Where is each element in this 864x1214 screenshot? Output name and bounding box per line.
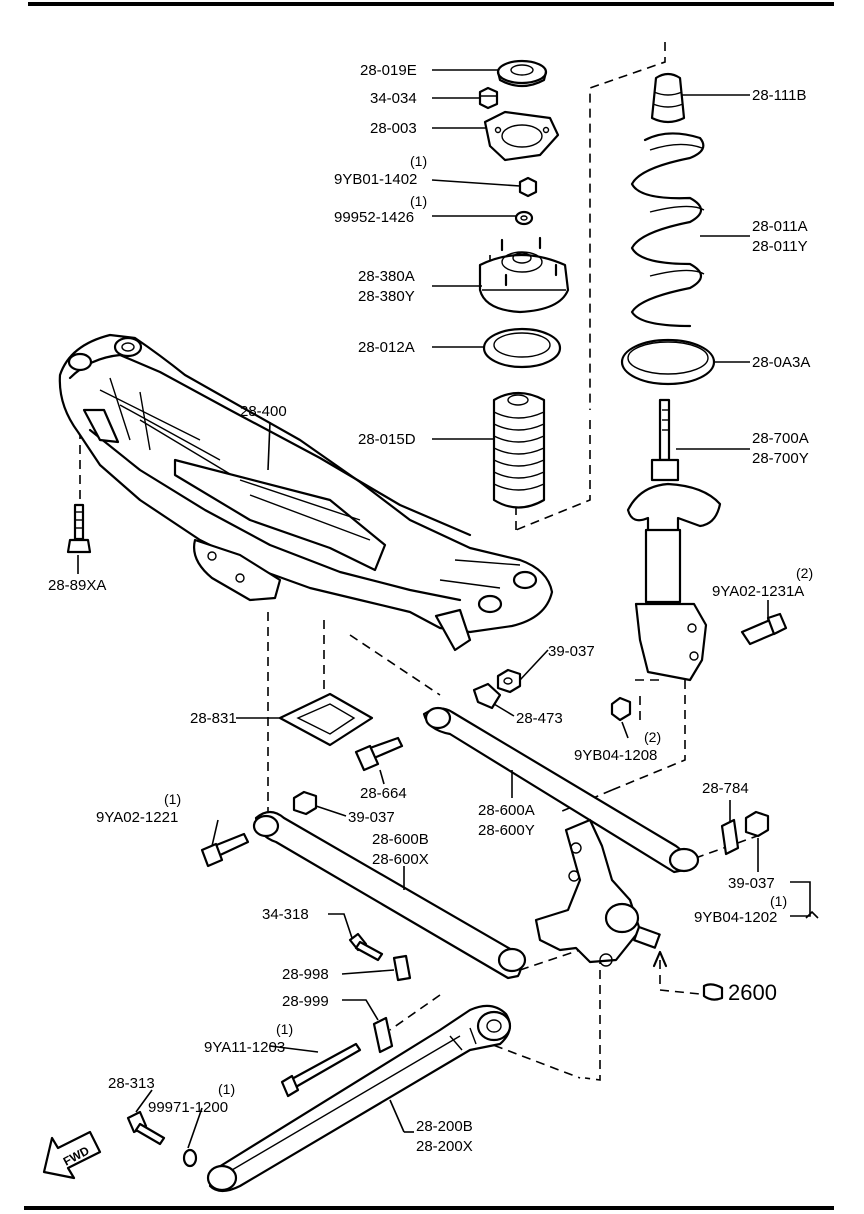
label-28-111B[interactable]: 28-111B bbox=[752, 87, 807, 104]
qty-9YA02-1231A: (2) bbox=[796, 565, 813, 581]
label-99952-1426[interactable]: 99952-1426 bbox=[334, 209, 414, 226]
bracket-28-473[interactable] bbox=[472, 682, 502, 710]
washer-99952-1426[interactable] bbox=[514, 210, 534, 226]
label-28-700A[interactable]: 28-700A bbox=[752, 430, 809, 447]
bolt-34-318[interactable] bbox=[348, 932, 384, 962]
label-9YA02-1221[interactable]: 9YA02-1221 bbox=[96, 809, 178, 826]
shock-absorber-28-700A[interactable] bbox=[626, 398, 722, 682]
bolt-9YA02-1221[interactable] bbox=[200, 832, 250, 868]
bump-stop-28-111B[interactable] bbox=[650, 72, 686, 124]
label-28-011Y[interactable]: 28-011Y bbox=[752, 238, 808, 255]
label-ref-2600[interactable]: 2600 bbox=[728, 980, 777, 1005]
spring-seat-28-012A[interactable] bbox=[482, 327, 562, 369]
qty-9YB04-1208: (2) bbox=[644, 729, 661, 745]
label-28-831[interactable]: 28-831 bbox=[190, 710, 237, 727]
part-labels: 28-019E 34-034 28-003 (1) 9YB01-1402 (1)… bbox=[48, 62, 813, 1169]
label-28-600A[interactable]: 28-600A bbox=[478, 802, 535, 819]
bolt-28-89XA[interactable] bbox=[66, 503, 92, 554]
label-9YB04-1208[interactable]: 9YB04-1208 bbox=[574, 747, 657, 764]
pad-28-831[interactable] bbox=[278, 692, 374, 747]
qty-99971-1200: (1) bbox=[218, 1081, 235, 1097]
label-28-473[interactable]: 28-473 bbox=[516, 710, 563, 727]
label-28-200X[interactable]: 28-200X bbox=[416, 1138, 473, 1155]
bolt-9YA02-1231A[interactable] bbox=[740, 612, 788, 646]
knuckle-assembly bbox=[534, 818, 661, 967]
bracket-28-999[interactable] bbox=[372, 1016, 394, 1054]
qty-9YB01-1402: (1) bbox=[410, 153, 427, 169]
label-28-784[interactable]: 28-784 bbox=[702, 780, 749, 797]
label-28-012A[interactable]: 28-012A bbox=[358, 339, 415, 356]
label-39-037-c[interactable]: 39-037 bbox=[728, 875, 775, 892]
label-28-999[interactable]: 28-999 bbox=[282, 993, 329, 1010]
qty-99952-1426: (1) bbox=[410, 193, 427, 209]
qty-9YA11-1203: (1) bbox=[276, 1021, 293, 1037]
crossmember-28-400[interactable] bbox=[58, 333, 554, 652]
label-28-0A3A[interactable]: 28-0A3A bbox=[752, 354, 810, 371]
reference-arrow-2600 bbox=[652, 950, 724, 1001]
label-28-400[interactable]: 28-400 bbox=[240, 403, 287, 420]
label-28-700Y[interactable]: 28-700Y bbox=[752, 450, 809, 467]
washer-28-784[interactable] bbox=[720, 818, 740, 856]
label-9YA11-1203[interactable]: 9YA11-1203 bbox=[204, 1039, 285, 1056]
trailing-link-28-200B[interactable] bbox=[206, 1004, 512, 1193]
strut-mount-28-380A[interactable] bbox=[478, 236, 570, 314]
qty-9YA02-1221: (1) bbox=[164, 791, 181, 807]
qty-9YB04-1202: (1) bbox=[770, 893, 787, 909]
mount-plate-28-003[interactable] bbox=[483, 110, 560, 162]
spring-insulator-28-0A3A[interactable] bbox=[620, 338, 716, 386]
nut-39-037-c[interactable] bbox=[744, 810, 770, 838]
label-28-998[interactable]: 28-998 bbox=[282, 966, 329, 983]
label-28-664[interactable]: 28-664 bbox=[360, 785, 407, 802]
bolt-9YA11-1203[interactable] bbox=[280, 1042, 362, 1098]
bolt-28-313[interactable] bbox=[126, 1110, 166, 1146]
fwd-arrow-icon bbox=[42, 1130, 102, 1180]
strut-mount-cap-28-019E[interactable] bbox=[496, 59, 548, 88]
leader-lines bbox=[77, 69, 819, 1149]
label-28-600X[interactable]: 28-600X bbox=[372, 851, 429, 868]
lateral-link-28-600A[interactable] bbox=[422, 706, 700, 874]
label-28-011A[interactable]: 28-011A bbox=[752, 218, 808, 235]
bolt-28-664[interactable] bbox=[354, 736, 404, 772]
label-28-313[interactable]: 28-313 bbox=[108, 1075, 155, 1092]
label-9YB04-1202[interactable]: 9YB04-1202 bbox=[694, 909, 777, 926]
nut-9YB01-1402[interactable] bbox=[518, 176, 538, 198]
label-39-037-a[interactable]: 39-037 bbox=[548, 643, 595, 660]
label-28-380A[interactable]: 28-380A bbox=[358, 268, 415, 285]
dust-boot-28-015D[interactable] bbox=[492, 391, 546, 509]
label-99971-1200[interactable]: 99971-1200 bbox=[148, 1099, 228, 1116]
label-39-037-b[interactable]: 39-037 bbox=[348, 809, 395, 826]
label-28-015D[interactable]: 28-015D bbox=[358, 431, 416, 448]
nut-9YB04-1208[interactable] bbox=[610, 696, 632, 722]
coil-spring-28-011A[interactable] bbox=[630, 132, 705, 328]
label-28-200B[interactable]: 28-200B bbox=[416, 1118, 473, 1135]
nut-34-034[interactable] bbox=[478, 86, 499, 110]
bracket-28-998[interactable] bbox=[392, 954, 412, 982]
washer-99971-1200[interactable] bbox=[182, 1148, 198, 1168]
nut-39-037-a[interactable] bbox=[496, 668, 522, 694]
label-28-003[interactable]: 28-003 bbox=[370, 120, 417, 137]
label-9YA02-1231A[interactable]: 9YA02-1231A bbox=[712, 583, 804, 600]
label-28-019E[interactable]: 28-019E bbox=[360, 62, 417, 79]
label-28-89XA[interactable]: 28-89XA bbox=[48, 577, 106, 594]
label-9YB01-1402[interactable]: 9YB01-1402 bbox=[334, 171, 417, 188]
nut-39-037-b[interactable] bbox=[292, 790, 318, 816]
label-28-600Y[interactable]: 28-600Y bbox=[478, 822, 535, 839]
label-28-600B[interactable]: 28-600B bbox=[372, 831, 429, 848]
lateral-link-28-600B[interactable] bbox=[252, 810, 527, 980]
label-28-380Y[interactable]: 28-380Y bbox=[358, 288, 415, 305]
label-34-034[interactable]: 34-034 bbox=[370, 90, 417, 107]
label-34-318[interactable]: 34-318 bbox=[262, 906, 309, 923]
